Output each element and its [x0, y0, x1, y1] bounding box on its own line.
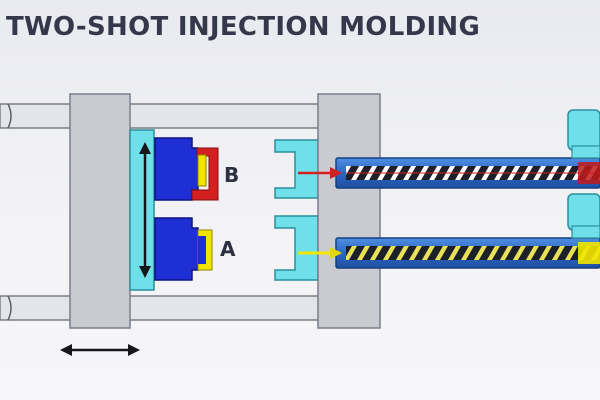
tie-bar-top [0, 103, 331, 129]
flow-arrow-a-icon [298, 247, 342, 259]
hopper-b [567, 109, 600, 159]
double-arrow-vertical-icon [139, 142, 151, 278]
moving-platen [69, 93, 131, 329]
mold-cavity-lower [274, 215, 319, 281]
molded-part-b [191, 147, 219, 201]
mold-core-lower [154, 217, 199, 281]
stationary-platen [317, 93, 381, 329]
molded-part-a [197, 229, 213, 271]
flow-arrow-b-icon [298, 167, 342, 179]
injection-unit-a [335, 237, 600, 269]
injection-unit-b [335, 157, 600, 189]
ejector-plate [129, 129, 155, 291]
mold-cavity-upper [274, 139, 319, 199]
hopper-a [567, 193, 600, 239]
page-title: TWO-SHOT INJECTION MOLDING [6, 12, 481, 42]
tie-bar-bottom [0, 295, 331, 321]
label-material-b: B [224, 163, 239, 187]
double-arrow-horizontal-icon [60, 344, 140, 356]
label-material-a: A [220, 237, 236, 261]
